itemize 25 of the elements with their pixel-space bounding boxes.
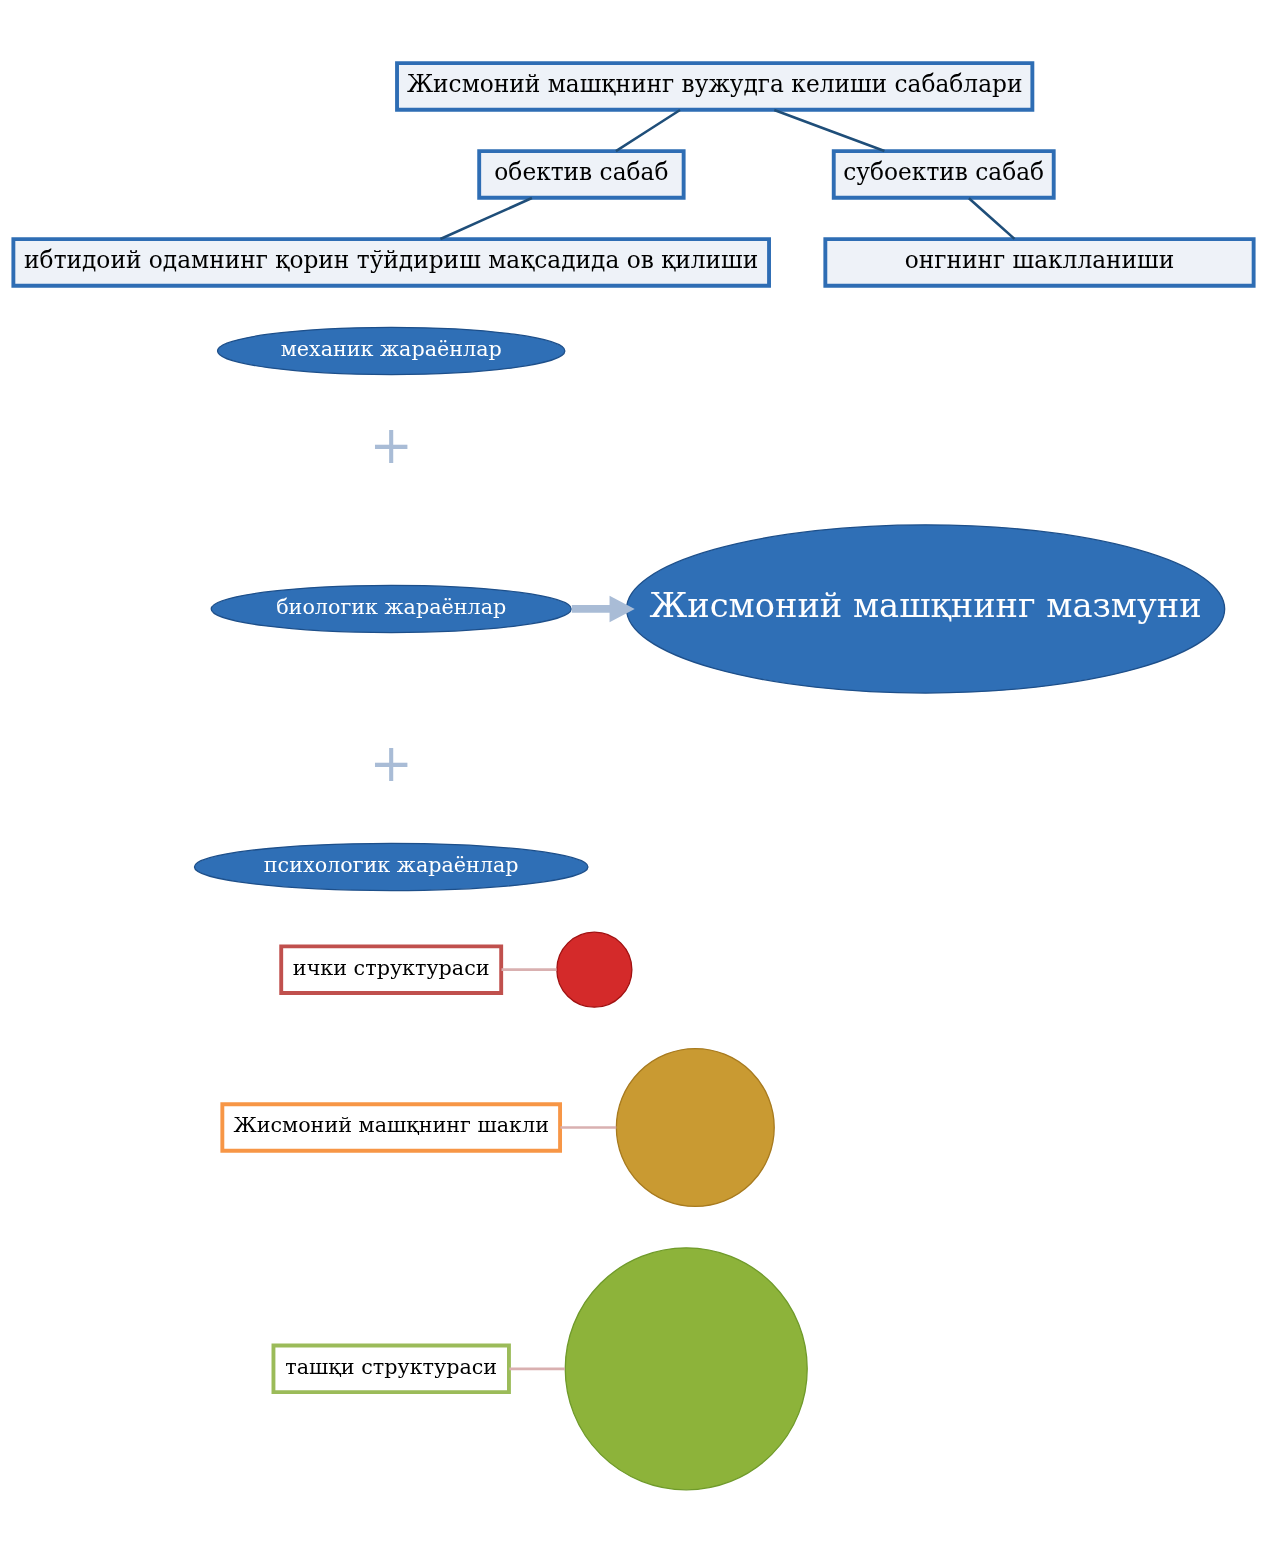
node-box: онгнинг шаклланиши	[823, 237, 1256, 288]
node-ellipse: механик жараёнлар	[216, 326, 566, 376]
node-ellipse: Жисмоний машқнинг мазмуни	[625, 524, 1226, 694]
node-box: ички структураси	[279, 944, 504, 995]
connector	[439, 196, 533, 241]
connector	[968, 197, 1016, 240]
node-box: Жисмоний машқнинг вужудга келиши сабаблари	[395, 61, 1035, 112]
connector	[773, 108, 885, 153]
node-box: ташқи структураси	[271, 1343, 511, 1395]
node-box: обектив сабаб	[477, 149, 686, 200]
node-box: субоектив сабаб	[831, 149, 1056, 200]
node-box: ибтидоий одамнинг қорин тўйдириш мақсадида ов қилиши	[11, 237, 771, 288]
node-circle	[615, 1047, 775, 1208]
connector	[615, 108, 681, 153]
node-circle	[556, 931, 633, 1008]
connector	[501, 968, 557, 971]
node-ellipse: биологик жараёнлар	[210, 584, 572, 634]
connector	[509, 1367, 565, 1371]
connector	[560, 1126, 617, 1129]
arrow	[571, 595, 635, 623]
node-circle	[564, 1247, 808, 1491]
node-box: Жисмоний машқнинг шакли	[220, 1102, 562, 1153]
label: +	[369, 733, 413, 794]
node-ellipse: психологик жараёнлар	[193, 842, 589, 892]
label: +	[369, 414, 413, 475]
